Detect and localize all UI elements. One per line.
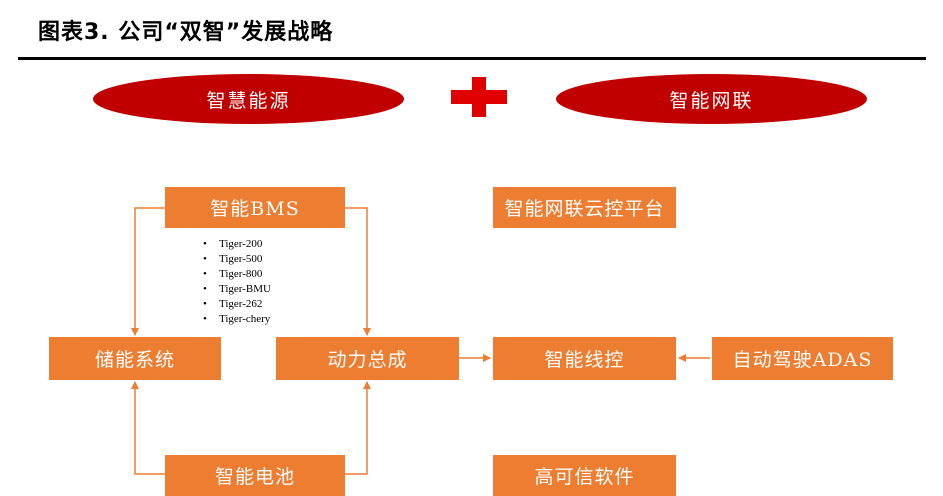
- box-reliable-software-label: 高可信软件: [534, 466, 635, 488]
- box-smart-battery: 智能电池: [165, 455, 345, 496]
- box-smart-bms-label: 智能BMS: [210, 198, 300, 220]
- arrow-bms-to-storage: [131, 207, 165, 336]
- arrow-battery-to-storage: [131, 381, 165, 475]
- bms-model-item: Tiger-262: [203, 297, 271, 312]
- strategy-ellipse-connected: 智能网联: [556, 74, 867, 124]
- box-adas-label: 自动驾驶ADAS: [732, 349, 873, 371]
- bms-model-item: Tiger-chery: [203, 312, 271, 327]
- bms-model-item: Tiger-BMU: [203, 282, 271, 297]
- arrow-battery-to-powertrain: [345, 381, 371, 475]
- page-title: 图表3. 公司“双智”发展战略: [38, 20, 334, 45]
- box-energy-storage: 储能系统: [49, 337, 221, 380]
- box-cloud-platform: 智能网联云控平台: [493, 187, 676, 228]
- box-drive-by-wire-label: 智能线控: [544, 349, 625, 371]
- box-cloud-platform-label: 智能网联云控平台: [504, 198, 665, 220]
- strategy-label-energy: 智慧能源: [206, 89, 291, 112]
- box-energy-storage-label: 储能系统: [94, 349, 175, 371]
- strategy-label-connected: 智能网联: [669, 89, 754, 112]
- box-reliable-software: 高可信软件: [493, 455, 676, 496]
- bms-model-item: Tiger-800: [203, 267, 271, 282]
- box-adas: 自动驾驶ADAS: [712, 337, 893, 380]
- plus-icon: [451, 77, 507, 117]
- title-divider: [18, 57, 926, 60]
- bms-model-item: Tiger-500: [203, 252, 271, 267]
- arrow-bms-to-powertrain: [345, 207, 371, 336]
- box-smart-battery-label: 智能电池: [214, 466, 295, 488]
- box-powertrain-label: 动力总成: [327, 349, 408, 371]
- box-smart-bms: 智能BMS: [165, 187, 345, 228]
- bms-model-item: Tiger-200: [203, 237, 271, 252]
- strategy-ellipse-energy: 智慧能源: [93, 74, 404, 124]
- bms-model-list: Tiger-200 Tiger-500 Tiger-800 Tiger-BMU …: [203, 237, 271, 327]
- box-powertrain: 动力总成: [276, 337, 459, 380]
- box-drive-by-wire: 智能线控: [493, 337, 676, 380]
